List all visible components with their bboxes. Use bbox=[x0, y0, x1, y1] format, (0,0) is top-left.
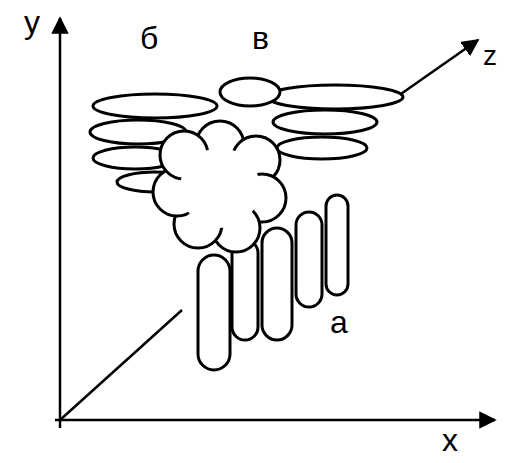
axis-label: z bbox=[483, 42, 497, 70]
axis-label: y bbox=[24, 6, 40, 38]
axis-label: x bbox=[442, 424, 458, 456]
projection-label: а bbox=[330, 306, 348, 338]
z-axis bbox=[398, 40, 478, 96]
z-axis bbox=[60, 310, 182, 420]
y-axis bbox=[59, 18, 62, 428]
crystal-body bbox=[153, 121, 286, 252]
projection-label: в bbox=[252, 22, 269, 54]
axes bbox=[55, 18, 495, 428]
projection-label: б bbox=[140, 22, 158, 54]
x-axis bbox=[55, 419, 495, 422]
